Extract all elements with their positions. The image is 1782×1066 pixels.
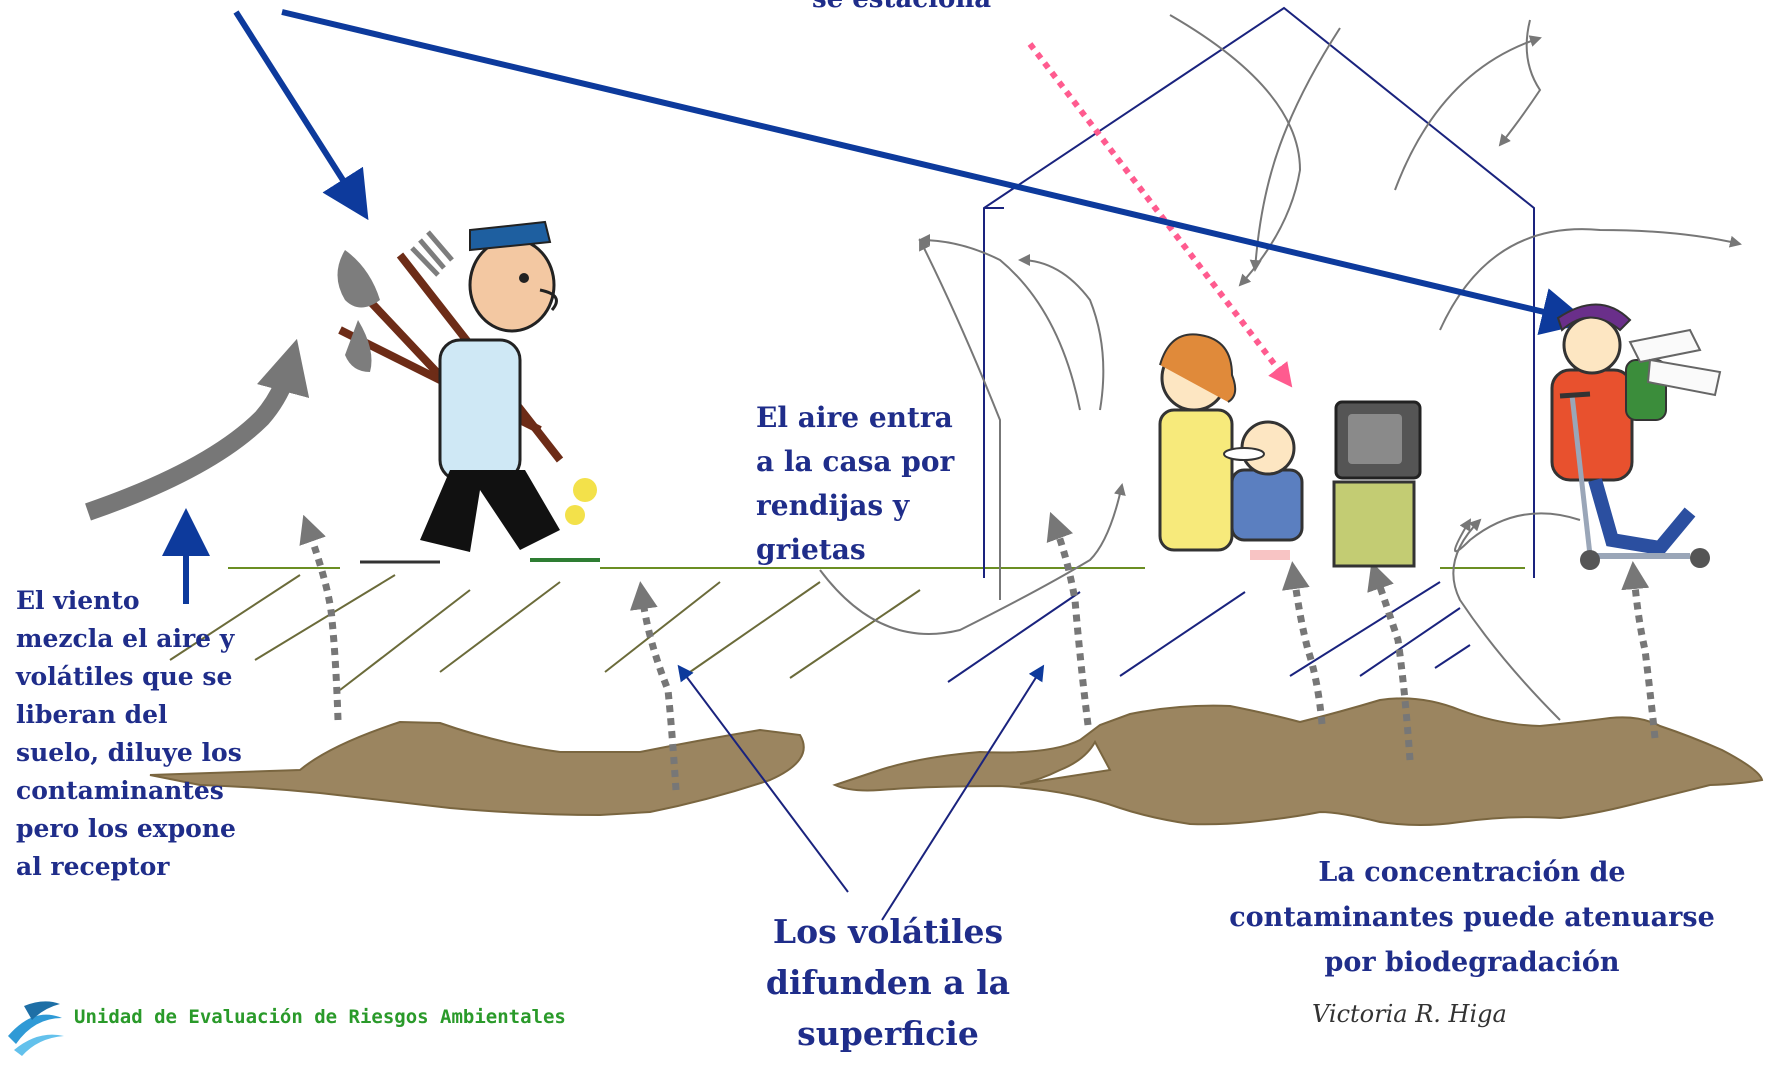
attenuation-line: La concentración de: [1318, 857, 1626, 888]
diffusion-line: difunden a la: [765, 963, 1011, 1002]
attenuation-line: por biodegradación: [1324, 947, 1620, 978]
air-entry-label: El aire entra a la casa por rendijas y g…: [756, 396, 954, 572]
wind-line: volátiles que se: [16, 662, 233, 691]
airflow-arrows: [819, 14, 1742, 721]
wind-curved-arrow: [85, 338, 310, 521]
vapor-diffusion-arrows: [299, 511, 1659, 791]
air-entry-line: rendijas y: [756, 489, 910, 522]
contaminated-soil: [149, 697, 1764, 826]
wind-line: contaminantes: [16, 776, 224, 805]
soil-hatching: [169, 574, 921, 691]
wind-line: pero los expone: [16, 814, 236, 843]
wind-mixing-label: El viento mezcla el aire y volátiles que…: [16, 582, 242, 886]
unit-name-footer: Unidad de Evaluación de Riesgos Ambienta…: [74, 1006, 566, 1028]
author-credit: Victoria R. Higa: [1312, 1000, 1507, 1028]
worker-with-tools-figure: [337, 220, 600, 564]
pink-dotted-arrow: [1027, 42, 1293, 388]
attenuation-line: contaminantes puede atenuarse: [1229, 902, 1715, 933]
foundation-hatching: [947, 581, 1471, 683]
air-entry-line: El aire entra: [756, 401, 953, 434]
unit-logo-icon: [8, 1001, 64, 1056]
wind-line: mezcla el aire y: [16, 624, 235, 653]
label-pointer-lines: [677, 664, 1045, 921]
wind-line: liberan del: [16, 700, 168, 729]
wind-line: suelo, diluye los: [16, 738, 242, 767]
wind-arrows-blue: [162, 9, 1590, 604]
air-entry-line: grietas: [756, 533, 866, 566]
wind-line: El viento: [16, 586, 140, 615]
partial-top-label: se estaciona: [812, 0, 991, 16]
child-on-scooter-figure: [1550, 303, 1722, 570]
wind-line: al receptor: [16, 852, 170, 881]
diffusion-line: superficie: [797, 1014, 979, 1053]
diffusion-line: Los volátiles: [772, 912, 1004, 951]
attenuation-label: La concentración de contaminantes puede …: [1182, 850, 1762, 985]
diffusion-label: Los volátiles difunden a la superficie: [760, 906, 1016, 1059]
house-outline: [983, 6, 1535, 578]
air-entry-line: a la casa por: [756, 445, 955, 478]
children-with-tv-figure: [1158, 333, 1422, 568]
